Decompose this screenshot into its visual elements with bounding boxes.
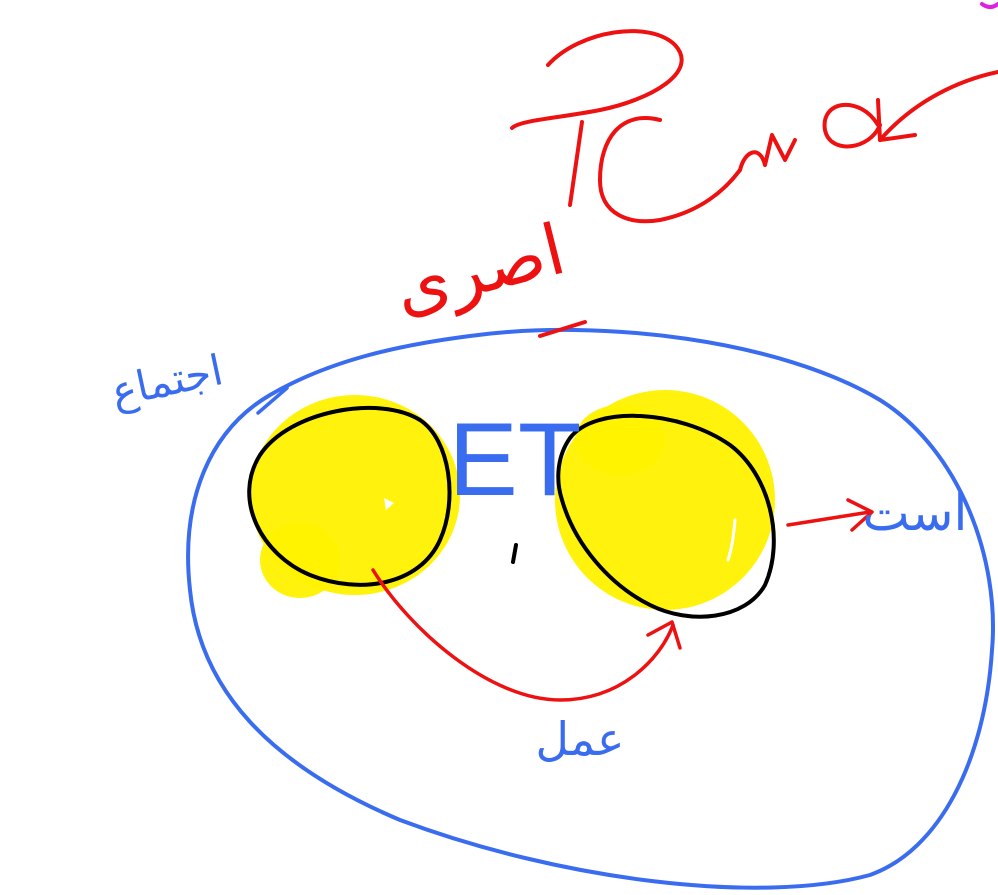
long-arrowhead bbox=[876, 98, 917, 142]
left-arrow bbox=[256, 386, 289, 415]
top-curve bbox=[598, 116, 742, 224]
long-arrow bbox=[878, 70, 998, 142]
top-label: اصری bbox=[386, 208, 573, 329]
right-arrow bbox=[786, 510, 872, 527]
red-loop bbox=[822, 102, 882, 149]
center-tick bbox=[511, 543, 518, 564]
left-circle bbox=[247, 406, 452, 587]
action-arrowhead bbox=[646, 620, 682, 650]
top-squiggle bbox=[738, 133, 797, 172]
right-glint bbox=[726, 518, 737, 562]
bottom-label: عمل bbox=[536, 712, 625, 766]
right-arrowhead bbox=[846, 498, 874, 532]
action-arrow bbox=[371, 568, 675, 702]
magenta-corner-mark bbox=[980, 2, 998, 9]
question-mark bbox=[510, 29, 684, 130]
question-mark-tail bbox=[568, 120, 584, 207]
left-glint bbox=[384, 498, 394, 510]
red-dash bbox=[538, 320, 587, 338]
left-label: اجتماع bbox=[107, 345, 227, 416]
right-circle bbox=[556, 413, 776, 619]
right-label: است bbox=[863, 484, 968, 542]
center-label: ET bbox=[449, 402, 582, 518]
outer-boundary bbox=[186, 327, 995, 890]
